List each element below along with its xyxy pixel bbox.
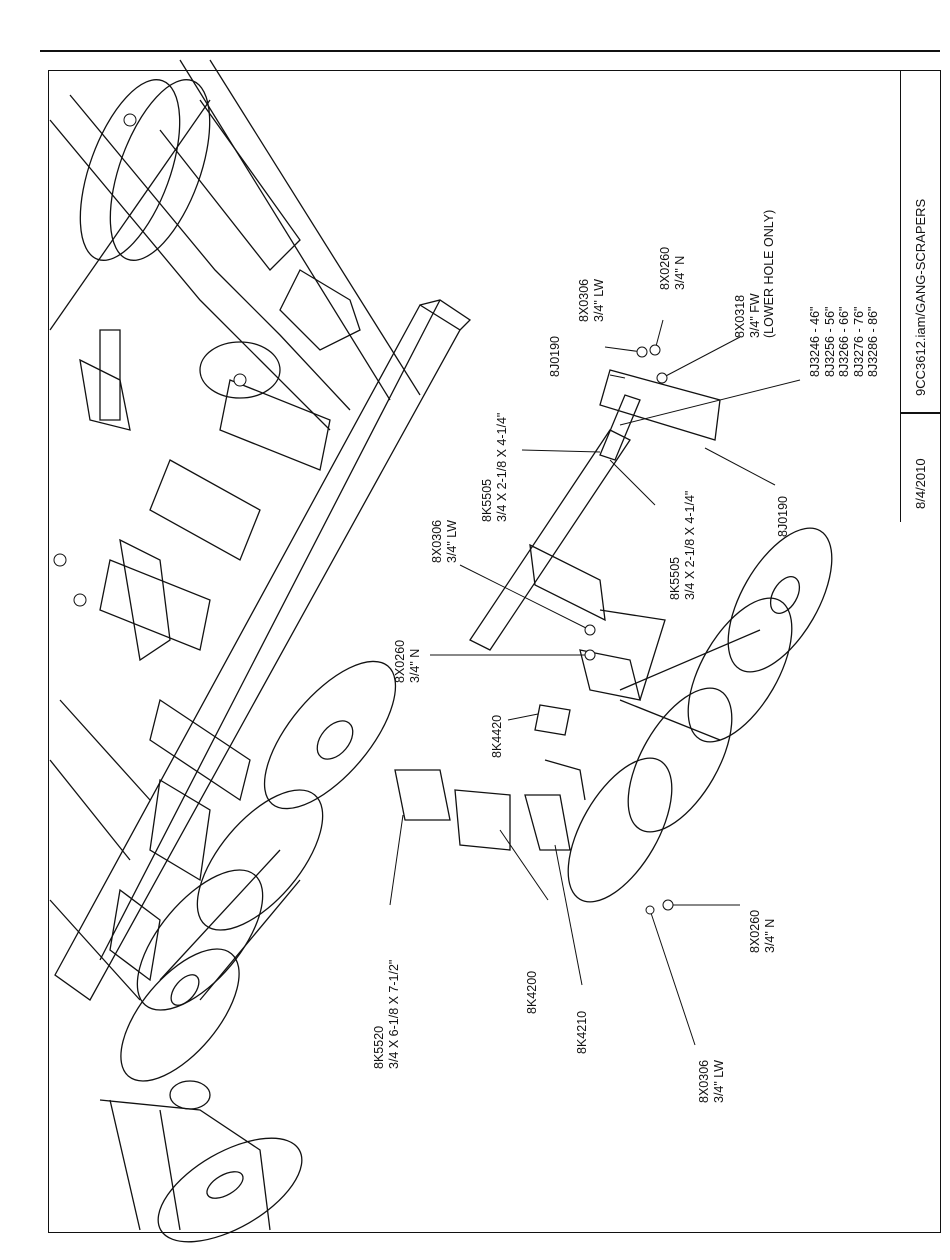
callout-8K5505-upper: 8K5505 3/4 X 2-1/8 X 4-1/4" [480, 412, 509, 522]
frame-tube-main [50, 60, 420, 400]
callout-8X0260-mid: 8X0260 3/4" N [393, 639, 422, 683]
title-block-separator [901, 412, 940, 414]
callout-8J-lengths: 8J3246 - 46" 8J3256 - 56" 8J3266 - 66" 8… [808, 306, 880, 377]
drawing-date: 8/4/2010 [913, 458, 928, 509]
leader-lines [390, 320, 800, 1045]
callout-8X0260-top: 8X0260 3/4" N [658, 246, 687, 290]
callout-8J0190-lower: 8J0190 [776, 495, 790, 537]
callout-8K4210: 8K4210 [575, 1010, 589, 1054]
frame-tube-upper [50, 95, 350, 430]
frame-bracket-left [50, 540, 250, 1000]
callout-8X0306-lower: 8X0306 3/4" LW [697, 1059, 726, 1103]
callout-8X0306-mid: 8X0306 3/4" LW [430, 519, 459, 563]
callout-8X0306-top: 8X0306 3/4" LW [577, 278, 606, 322]
callout-8K4200: 8K4200 [525, 970, 539, 1014]
bottom-left-parts [100, 1081, 318, 1260]
hardware-nuts [54, 114, 673, 914]
top-rule [40, 50, 940, 52]
callout-8K4420: 8K4420 [490, 714, 504, 758]
callout-8X0318: 8X0318 3/4" FW (LOWER HOLE ONLY) [733, 209, 776, 338]
title-block: 9CC3612.iam/GANG-SCRAPERS 8/4/2010 [900, 71, 940, 522]
callout-8J0190-top: 8J0190 [548, 335, 562, 377]
gang-discs-right [547, 512, 853, 919]
long-square-tube [55, 300, 470, 1000]
callout-8X0260-lower: 8X0260 3/4" N [748, 909, 777, 953]
callout-8K5520: 8K5520 3/4 X 6-1/8 X 7-1/2" [372, 959, 401, 1069]
drawing-filename: 9CC3612.iam/GANG-SCRAPERS [913, 198, 928, 396]
center-mechanism [80, 270, 360, 650]
callout-8K5505-lower: 8K5505 3/4 X 2-1/8 X 4-1/4" [668, 490, 697, 600]
scraper-bar-exploded [470, 370, 720, 700]
u-bolts-and-clamps [395, 650, 640, 850]
gang-discs-left [99, 640, 418, 1100]
drawing-frame: 9CC3612.iam/GANG-SCRAPERS 8/4/2010 [48, 70, 941, 1233]
top-disc-gang [60, 67, 300, 273]
